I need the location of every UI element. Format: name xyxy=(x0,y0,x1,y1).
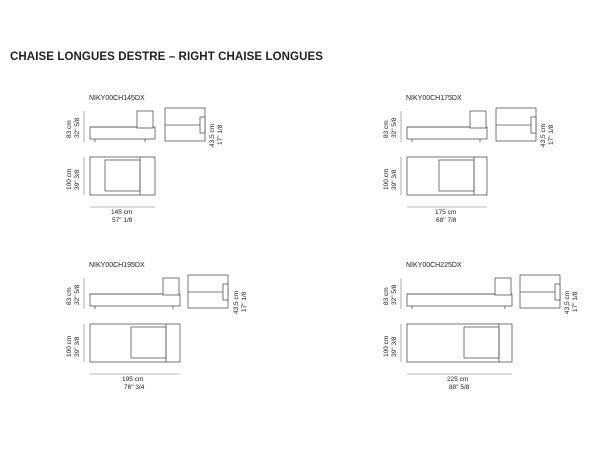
width-in: 88" 5/8 xyxy=(449,384,470,391)
height-cm: 83 cm xyxy=(383,120,390,138)
side-view-drawing xyxy=(83,274,229,309)
height-cm: 83 cm xyxy=(66,120,73,138)
width-cm: 195 cm xyxy=(122,376,144,383)
depth-in: 39" 3/8 xyxy=(74,336,81,357)
side-view-drawing xyxy=(400,274,561,309)
top-view-drawing xyxy=(400,323,513,375)
model-code: NIKY00CH195DX xyxy=(89,262,145,269)
width-cm: 225 cm xyxy=(447,376,469,383)
width-cm: 145 cm xyxy=(111,209,133,216)
top-view-drawing xyxy=(83,156,156,208)
model-panel-225: NIKY00CH225DX 83 cm 32" 5/8 43,5 cm 17" … xyxy=(383,262,600,432)
depth-cm: 100 cm xyxy=(66,168,73,190)
width-in: 76" 3/4 xyxy=(124,384,145,391)
depth-cm: 100 cm xyxy=(66,335,73,357)
model-panel-145: NIKY00CH145DX 83 cm 32" 5/8 43,5 cm 17" … xyxy=(66,95,295,265)
height-cm: 83 cm xyxy=(383,287,390,305)
depth-in: 39" 3/8 xyxy=(391,336,398,357)
page-title: CHAISE LONGUES DESTRE – RIGHT CHAISE LON… xyxy=(10,51,324,63)
model-panel-195: NIKY00CH195DX 83 cm 32" 5/8 43,5 cm 17" … xyxy=(66,262,295,432)
top-view-drawing xyxy=(83,323,181,375)
depth-in: 39" 3/8 xyxy=(74,169,81,190)
model-code: NIKY00CH175DX xyxy=(406,95,462,102)
top-view-drawing xyxy=(400,156,488,208)
depth-in: 39" 3/8 xyxy=(391,169,398,190)
depth-cm: 100 cm xyxy=(383,335,390,357)
width-cm: 175 cm xyxy=(435,209,457,216)
depth-cm: 100 cm xyxy=(383,168,390,190)
model-panel-175: NIKY00CH175DX 83 cm 32" 5/8 43,5 cm 17" … xyxy=(383,95,600,265)
width-in: 68" 7/8 xyxy=(436,217,457,224)
model-code: NIKY00CH145DX xyxy=(89,95,145,102)
side-view-drawing xyxy=(400,107,537,142)
width-in: 57" 1/8 xyxy=(112,217,133,224)
model-code: NIKY00CH225DX xyxy=(406,262,462,269)
height-cm: 83 cm xyxy=(66,287,73,305)
side-view-drawing xyxy=(83,107,206,142)
